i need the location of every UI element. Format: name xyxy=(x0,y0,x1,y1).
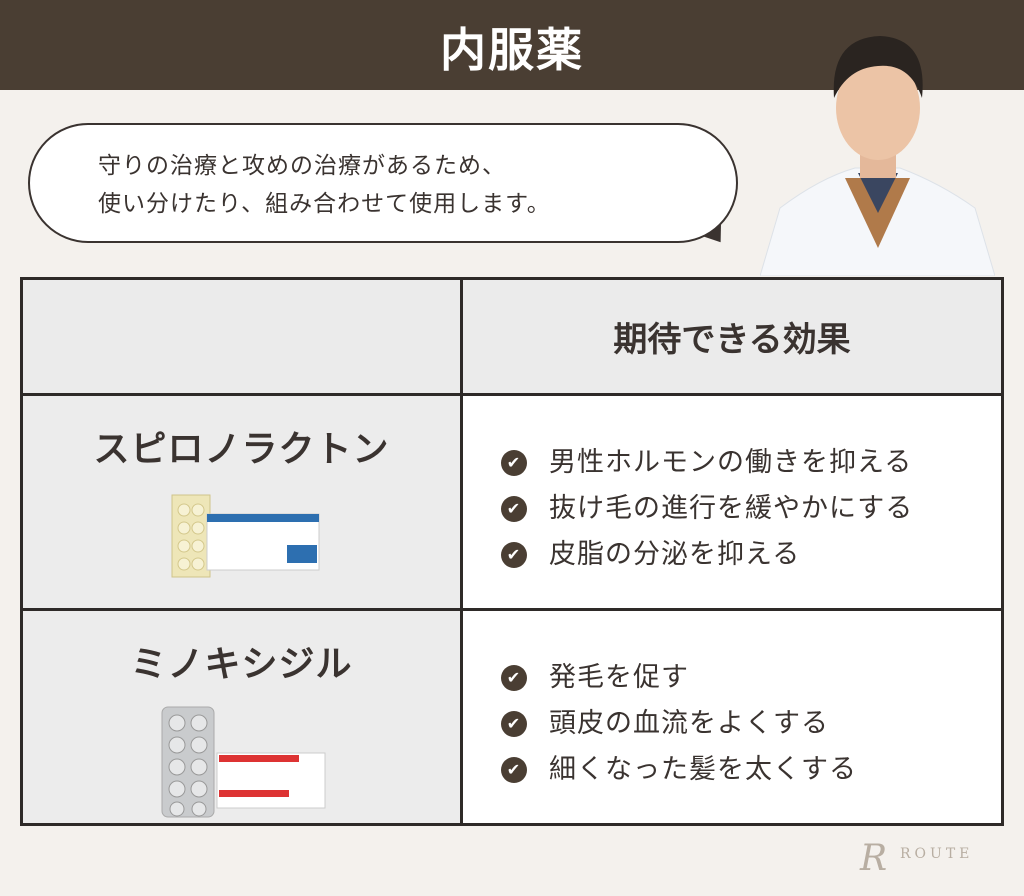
medication-table: 期待できる効果 スピロノラクトン ✔ 男性ホルモンの働きを抑える ✔ 抜け毛の進行を… xyxy=(20,277,1004,826)
doctor-photo xyxy=(760,36,995,276)
bubble-line: 使い分けたり、組み合わせて使用します。 xyxy=(98,191,551,217)
check-icon: ✔ xyxy=(501,711,527,737)
drug-name: ミノキシジル xyxy=(130,644,353,685)
effect-text: 発毛を促す xyxy=(549,662,689,693)
effect-text: 皮脂の分泌を抑える xyxy=(549,539,801,570)
drug-cell: ミノキシジル xyxy=(20,608,463,826)
effect-item: ✔ 抜け毛の進行を緩やかにする xyxy=(501,486,1001,532)
check-icon: ✔ xyxy=(501,542,527,568)
effect-item: ✔ 細くなった髪を太くする xyxy=(501,747,1001,793)
check-icon: ✔ xyxy=(501,665,527,691)
effect-text: 抜け毛の進行を緩やかにする xyxy=(549,493,914,524)
check-icon: ✔ xyxy=(501,450,527,476)
effect-text: 頭皮の血流をよくする xyxy=(549,708,829,739)
table-header-row: 期待できる効果 xyxy=(20,277,1004,396)
effect-item: ✔ 頭皮の血流をよくする xyxy=(501,701,1001,747)
drug-name: スピロノラクトン xyxy=(93,429,390,470)
header-effect-cell: 期待できる効果 xyxy=(460,277,1004,396)
route-logo: R ROUTE xyxy=(860,838,974,879)
table-row: スピロノラクトン ✔ 男性ホルモンの働きを抑える ✔ 抜け毛の進行を緩やかにする ✔… xyxy=(20,393,1004,611)
spironolactone-product-image xyxy=(171,494,319,578)
page-title: 内服薬 xyxy=(440,23,584,77)
check-icon: ✔ xyxy=(501,757,527,783)
header-empty-cell xyxy=(20,277,463,396)
effects-cell: ✔ 男性ホルモンの働きを抑える ✔ 抜け毛の進行を緩やかにする ✔ 皮脂の分泌を抑える xyxy=(460,393,1004,611)
effects-cell: ✔ 発毛を促す ✔ 頭皮の血流をよくする ✔ 細くなった髪を太くする xyxy=(460,608,1004,826)
effect-item: ✔ 発毛を促す xyxy=(501,655,1001,701)
drug-cell: スピロノラクトン xyxy=(20,393,463,611)
effect-text: 細くなった髪を太くする xyxy=(549,754,857,785)
effect-item: ✔ 男性ホルモンの働きを抑える xyxy=(501,440,1001,486)
table-row: ミノキシジル ✔ 発毛を促す ✔ 頭皮の血流をよくする ✔ 細くなった髪を太くする xyxy=(20,608,1004,826)
minoxidil-product-image xyxy=(161,706,325,818)
effect-item: ✔ 皮脂の分泌を抑える xyxy=(501,532,1001,578)
check-icon: ✔ xyxy=(501,496,527,522)
bubble-line: 守りの治療と攻めの治療があるため、 xyxy=(98,153,506,179)
logo-text: ROUTE xyxy=(900,846,974,862)
effect-text: 男性ホルモンの働きを抑える xyxy=(549,447,913,478)
speech-bubble: 守りの治療と攻めの治療があるため、 使い分けたり、組み合わせて使用します。 xyxy=(28,123,738,243)
